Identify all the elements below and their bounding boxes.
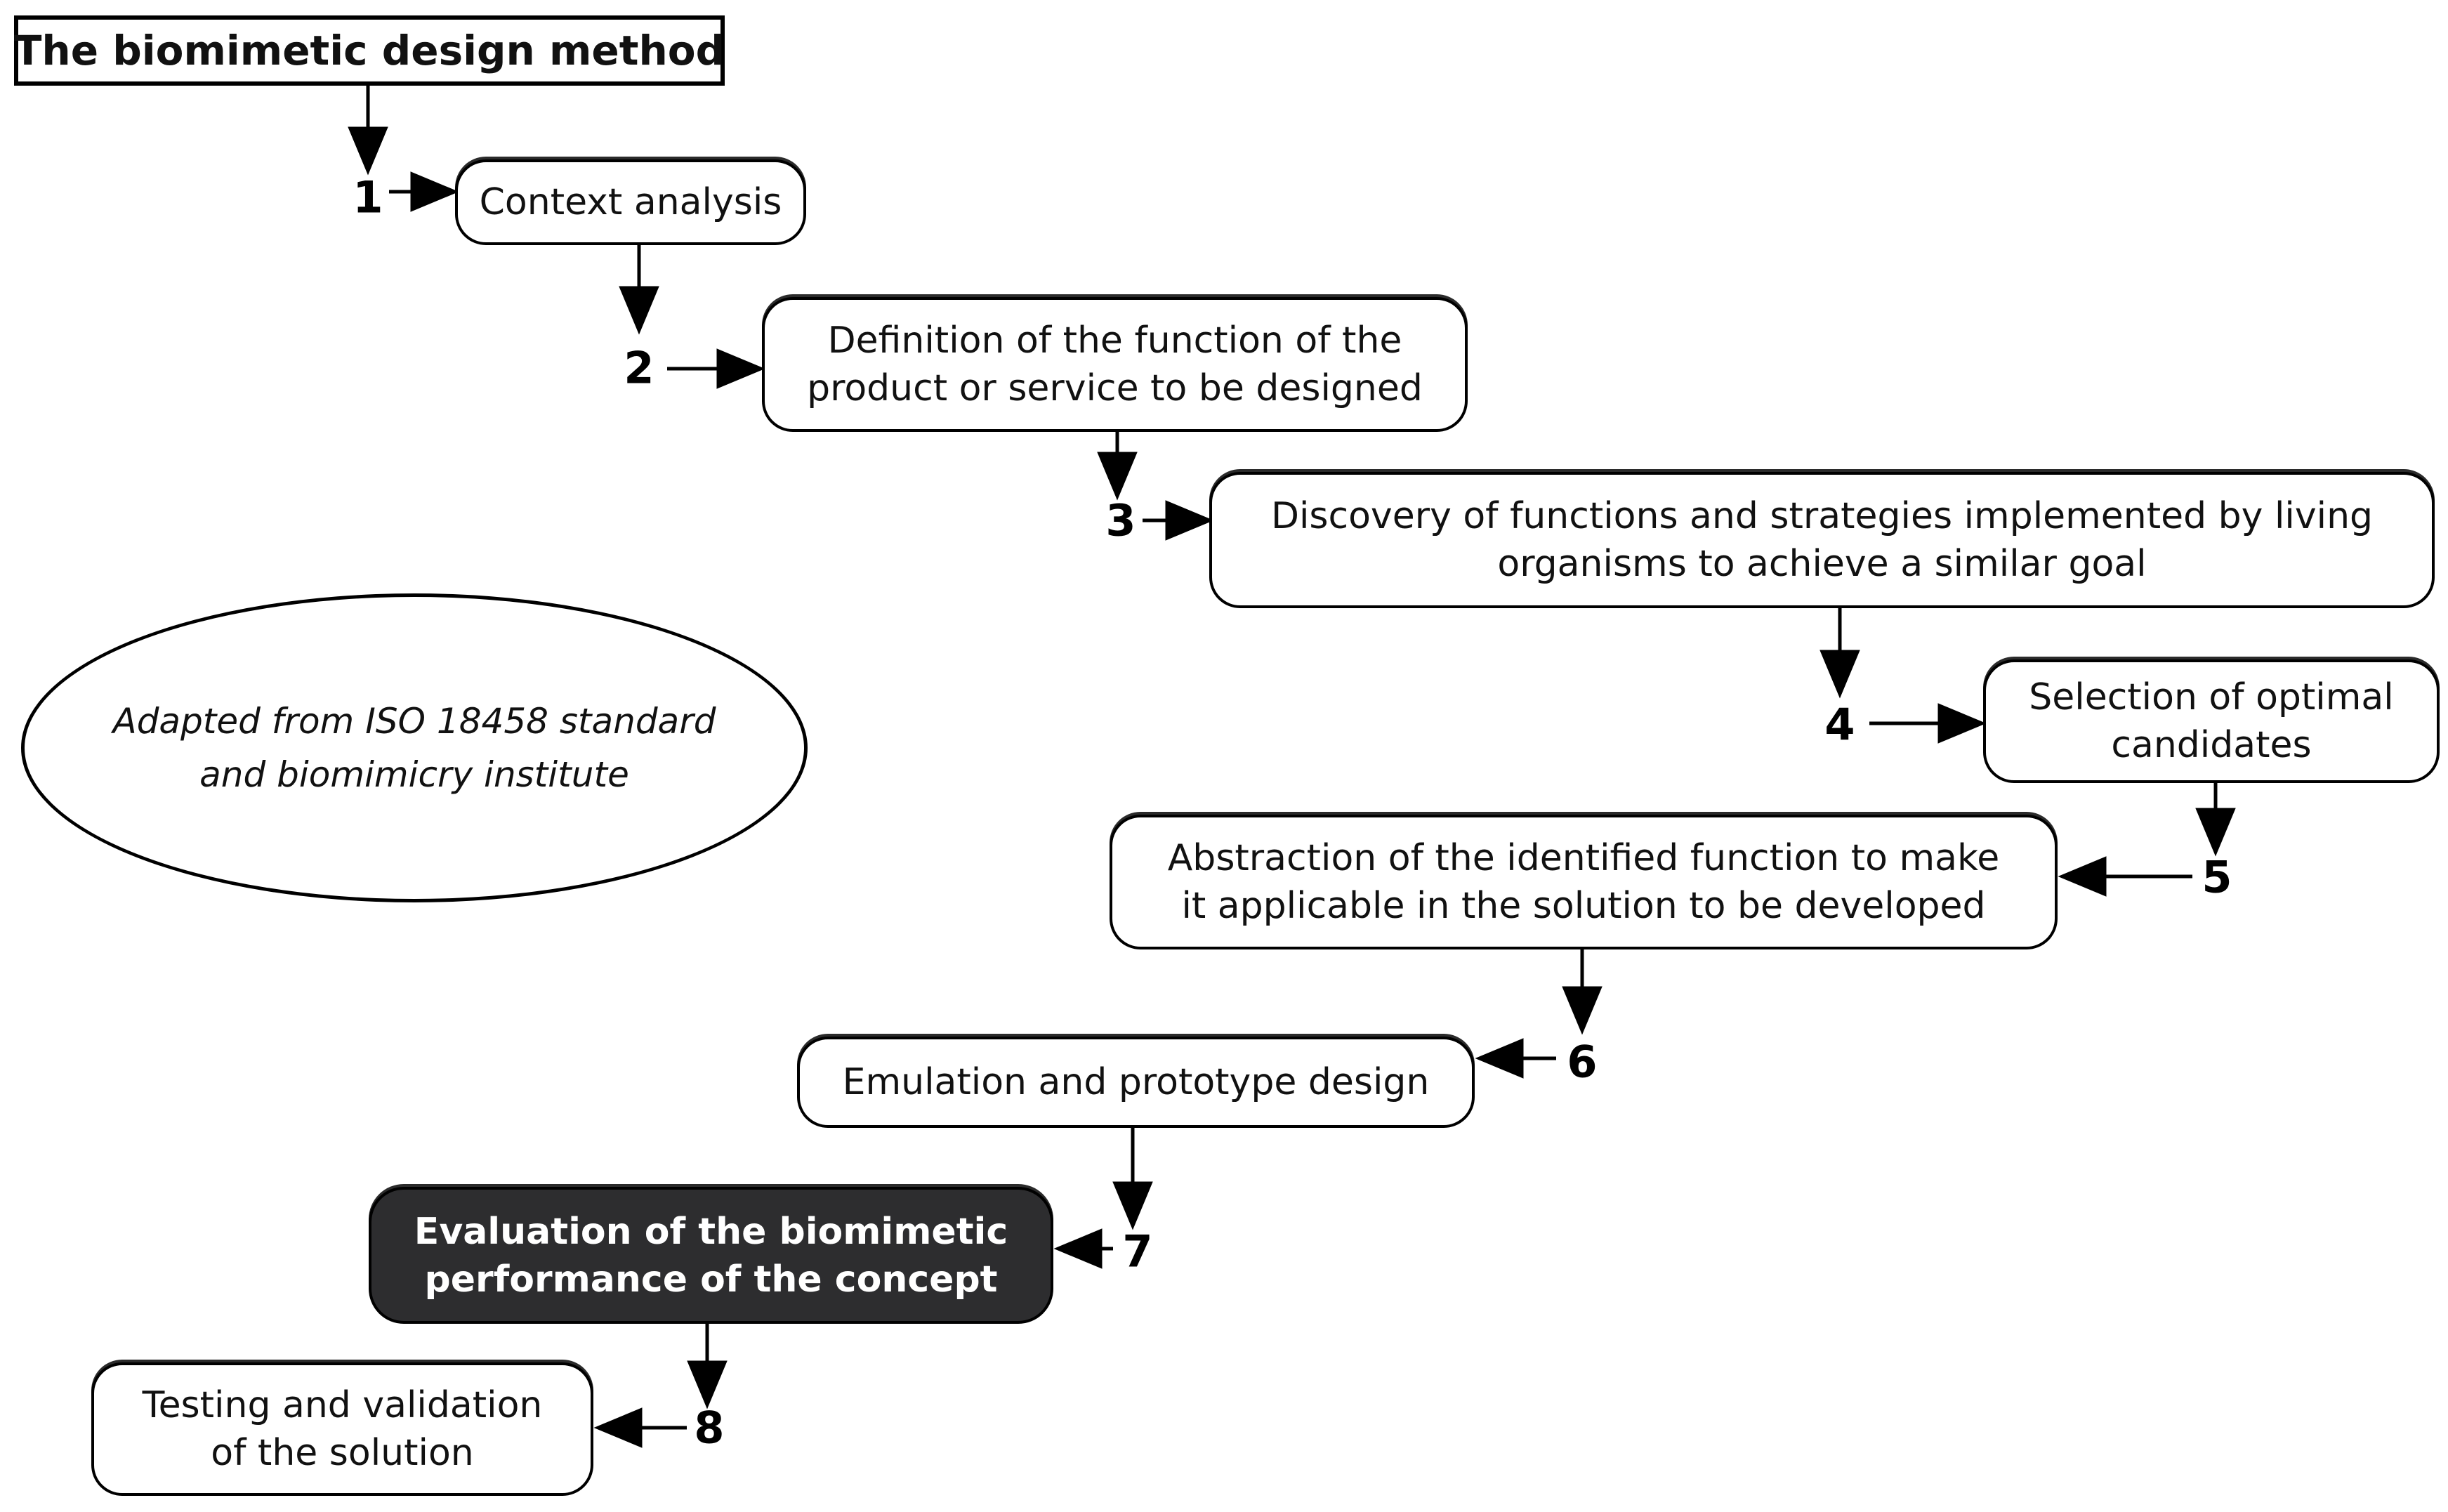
node-label-line1: Evaluation of the biomimetic xyxy=(414,1210,1008,1253)
node-evaluation-biomimetic-performance: Evaluation of the biomimetic performance… xyxy=(369,1187,1053,1324)
node-label-line1: Discovery of functions and strategies im… xyxy=(1270,495,2374,537)
node-label-line1: Abstraction of the identified function t… xyxy=(1167,837,2000,879)
connector-step-8 xyxy=(593,1324,728,1448)
node-label: Context analysis xyxy=(479,181,782,223)
node-label-line2: of the solution xyxy=(211,1432,474,1474)
connector-step-5 xyxy=(2058,783,2236,897)
node-testing-validation: Testing and validation of the solution xyxy=(91,1362,593,1496)
connector-step-4 xyxy=(1819,608,1987,744)
node-label-line2: candidates xyxy=(2111,724,2312,766)
step-number-1: 1 xyxy=(353,171,383,223)
step-number-2: 2 xyxy=(624,342,654,394)
node-label: Emulation and prototype design xyxy=(842,1061,1430,1103)
source-note-line1: Adapted from ISO 18458 standard xyxy=(112,701,716,742)
node-label-line2: product or service to be designed xyxy=(807,367,1423,409)
node-context-analysis: Context analysis xyxy=(455,159,806,245)
step-number-4: 4 xyxy=(1824,699,1855,751)
node-discovery-of-functions: Discovery of functions and strategies im… xyxy=(1209,472,2435,608)
title-box: The biomimetic design method xyxy=(14,15,725,86)
connector-step-2 xyxy=(619,245,765,389)
title-label: The biomimetic design method xyxy=(13,27,725,74)
node-function-definition: Definition of the function of the produc… xyxy=(762,297,1468,432)
node-emulation-prototype: Emulation and prototype design xyxy=(797,1037,1475,1128)
node-label-line1: Selection of optimal xyxy=(2029,676,2394,718)
connector-step-6 xyxy=(1475,949,1603,1079)
node-label-line1: Definition of the function of the xyxy=(827,320,1402,362)
connector-step-1 xyxy=(348,86,459,212)
source-note-line2: and biomimicry institute xyxy=(199,754,629,795)
step-number-5: 5 xyxy=(2202,851,2232,903)
step-number-8: 8 xyxy=(694,1402,725,1454)
step-number-3: 3 xyxy=(1105,494,1136,546)
source-note-ellipse: Adapted from ISO 18458 standard and biom… xyxy=(21,593,808,902)
connector-step-3 xyxy=(1097,432,1214,541)
node-label-line1: Testing and validation xyxy=(142,1384,543,1426)
step-number-7: 7 xyxy=(1122,1225,1153,1277)
node-label-line2: it applicable in the solution to be deve… xyxy=(1181,885,1986,927)
node-label-line2: performance of the concept xyxy=(424,1258,998,1301)
connector-step-7 xyxy=(1053,1128,1153,1269)
node-abstraction: Abstraction of the identified function t… xyxy=(1110,815,2058,949)
node-selection-of-candidates: Selection of optimal candidates xyxy=(1983,659,2440,783)
step-number-6: 6 xyxy=(1567,1036,1598,1088)
node-label-line2: organisms to achieve a similar goal xyxy=(1497,543,2147,585)
